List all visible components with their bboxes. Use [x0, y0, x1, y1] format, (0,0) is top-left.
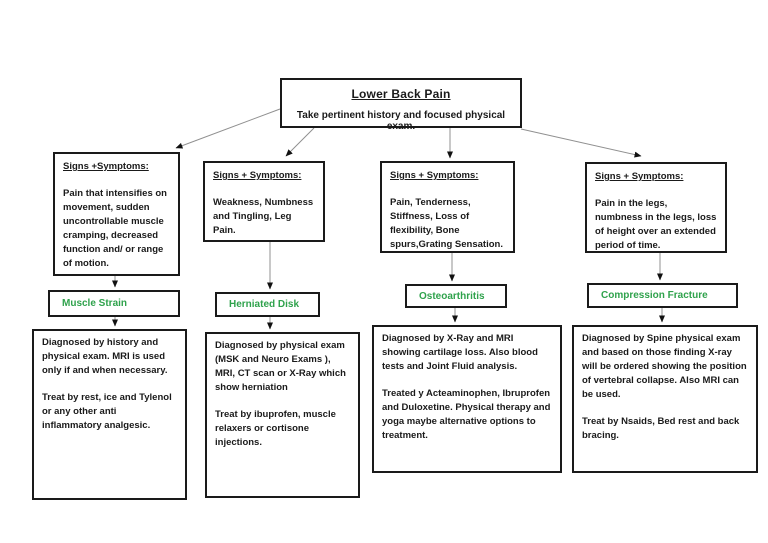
- symptoms-text: Pain, Tenderness, Stiffness, Loss of fle…: [390, 197, 503, 250]
- connector-root-to-compression-fracture: [520, 128, 642, 158]
- symptoms-heading: Signs + Symptoms:: [595, 171, 684, 182]
- diagnosis-node-herniated-disk: Herniated Disk: [215, 292, 320, 317]
- detail-paragraph-1: Diagnosed by physical exam (MSK and Neur…: [215, 340, 346, 393]
- connector-root-to-herniated-disk: [285, 127, 315, 157]
- root-node-lower-back-pain: Lower Back Pain Take pertinent history a…: [280, 78, 522, 132]
- symptoms-heading: Signs + Symptoms:: [213, 170, 302, 181]
- diagnosis-label: Muscle Strain: [62, 298, 128, 309]
- symptoms-heading: Signs +Symptoms:: [63, 161, 149, 172]
- detail-paragraph-1: Diagnosed by Spine physical exam and bas…: [582, 333, 747, 400]
- symptoms-text: Pain that intensifies on movement, sudde…: [63, 188, 167, 269]
- symptoms-node-compression-fracture: Signs + Symptoms: Pain in the legs, numb…: [585, 162, 727, 253]
- symptoms-heading: Signs + Symptoms:: [390, 170, 479, 181]
- symptoms-node-muscle-strain: Signs +Symptoms: Pain that intensifies o…: [53, 152, 180, 276]
- detail-node-herniated-disk: Diagnosed by physical exam (MSK and Neur…: [205, 332, 360, 498]
- detail-paragraph-2: Treat by rest, ice and Tylenol or any ot…: [42, 392, 172, 431]
- symptoms-node-herniated-disk: Signs + Symptoms: Weakness, Numbness and…: [203, 161, 325, 242]
- detail-paragraph-1: Diagnosed by X-Ray and MRI showing carti…: [382, 333, 538, 372]
- detail-paragraph-1: Diagnosed by history and physical exam. …: [42, 337, 168, 376]
- connector-root-to-muscle-strain: [175, 108, 281, 149]
- diagnosis-label: Herniated Disk: [229, 299, 300, 310]
- symptoms-node-osteoarthritis: Signs + Symptoms: Pain, Tenderness, Stif…: [380, 161, 515, 253]
- root-subtitle: Take pertinent history and focused physi…: [296, 110, 506, 132]
- detail-paragraph-2: Treat by Nsaids, Bed rest and back braci…: [582, 416, 740, 441]
- diagnosis-node-muscle-strain: Muscle Strain: [48, 290, 180, 317]
- diagnosis-label: Osteoarthritis: [419, 290, 485, 302]
- symptoms-text: Weakness, Numbness and Tingling, Leg Pai…: [213, 197, 314, 236]
- diagnosis-node-compression-fracture: Compression Fracture: [587, 283, 738, 308]
- detail-paragraph-2: Treat by ibuprofen, muscle relaxers or c…: [215, 409, 336, 448]
- detail-node-muscle-strain: Diagnosed by history and physical exam. …: [32, 329, 187, 500]
- diagnosis-label: Compression Fracture: [601, 290, 708, 301]
- detail-node-compression-fracture: Diagnosed by Spine physical exam and bas…: [572, 325, 758, 473]
- detail-node-osteoarthritis: Diagnosed by X-Ray and MRI showing carti…: [372, 325, 562, 473]
- detail-paragraph-2: Treated y Acteaminophen, Ibruprofen and …: [382, 388, 551, 441]
- diagnosis-node-osteoarthritis: Osteoarthritis: [405, 284, 507, 308]
- symptoms-text: Pain in the legs, numbness in the legs, …: [595, 198, 717, 251]
- page-title: Lower Back Pain: [351, 87, 451, 101]
